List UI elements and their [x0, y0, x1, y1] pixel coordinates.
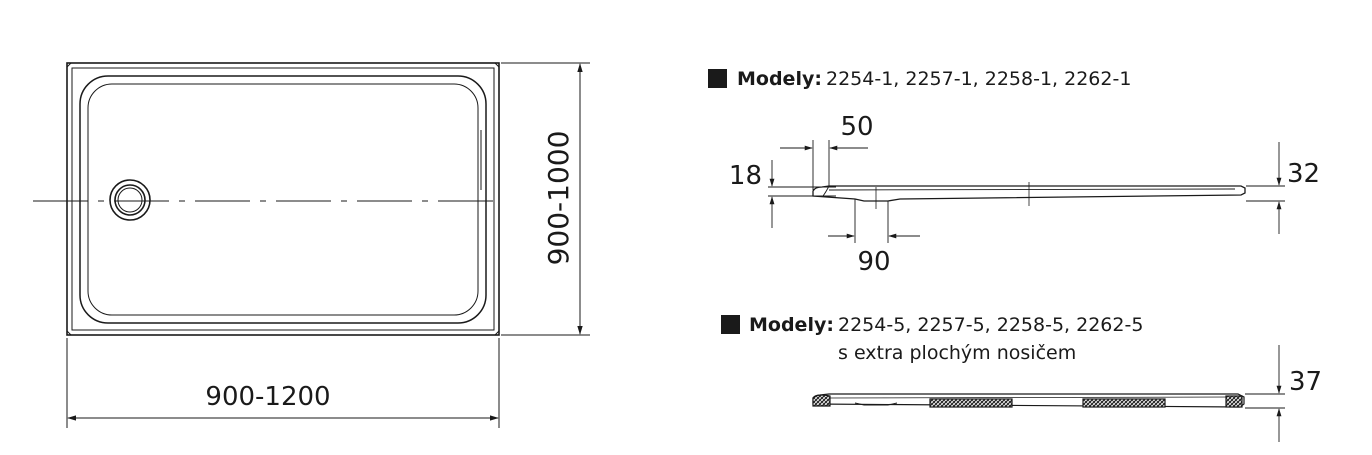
section2-dimensions [1245, 345, 1285, 442]
section1-dimensions [768, 140, 1285, 243]
section2-support-2 [1082, 398, 1166, 408]
section1-legend-square [708, 69, 727, 88]
section1-profile [812, 182, 1246, 209]
drain-outer [109, 179, 151, 221]
drain-middle [114, 184, 146, 216]
tray-basin-outer [79, 75, 487, 324]
section2-support-3 [1225, 395, 1243, 408]
section2-label: Modely: [749, 314, 834, 336]
section1-dim-total-height: 32 [1287, 159, 1320, 189]
plan-depth-dimension [501, 62, 590, 336]
section2-models: 2254-5, 2257-5, 2258-5, 2262-5 [838, 314, 1143, 336]
section1-dim-rim-width: 50 [840, 112, 873, 142]
section1-dim-drain-width: 90 [857, 247, 890, 277]
section1-dim-rim-height: 18 [729, 161, 762, 191]
plan-view [33, 62, 500, 336]
tray-rim-line [71, 67, 495, 331]
section2-support-left [812, 394, 831, 407]
section2-support-1 [929, 398, 1013, 408]
plan-width-dimension [66, 338, 500, 428]
section2-profile [812, 393, 1245, 408]
drain-inner [117, 187, 143, 213]
plan-width-label: 900-1200 [205, 382, 330, 412]
plan-depth-label: 900-1000 [542, 131, 575, 266]
section1-label: Modely: [737, 68, 822, 90]
section2-note: s extra plochým nosičem [838, 342, 1076, 364]
section2-legend-square [721, 315, 740, 334]
tray-basin-inner [87, 83, 479, 316]
section1-models: 2254-1, 2257-1, 2258-1, 2262-1 [826, 68, 1131, 90]
tray-outer-outline [66, 62, 500, 336]
section2-dim-total-height: 37 [1289, 367, 1322, 397]
